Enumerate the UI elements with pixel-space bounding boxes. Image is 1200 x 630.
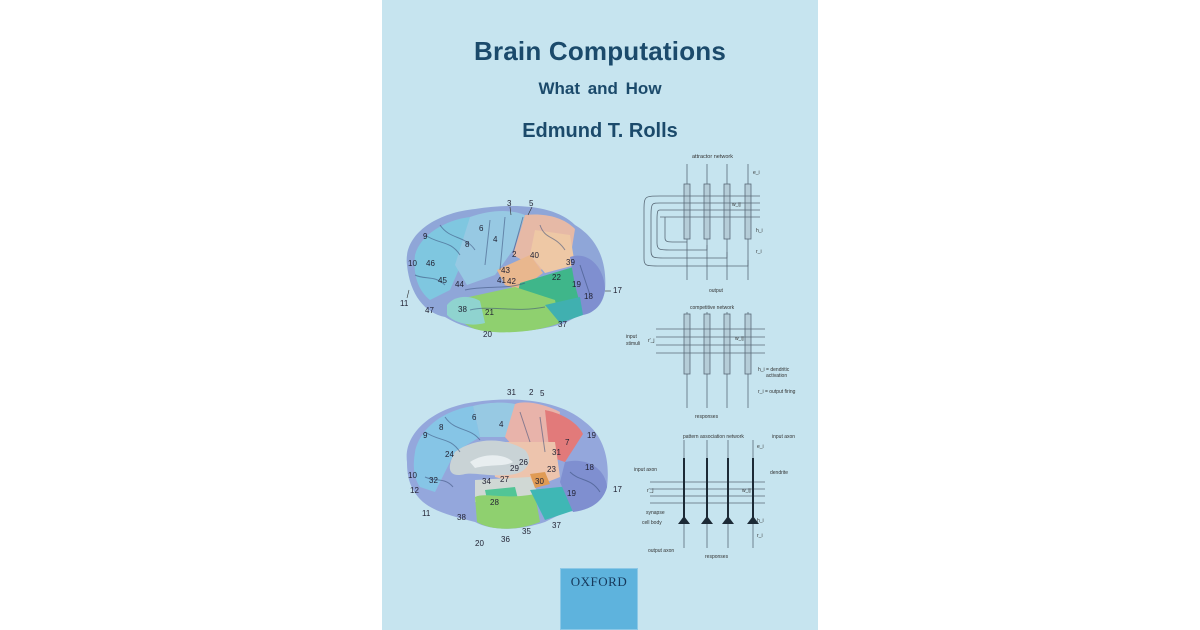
svg-text:stimuli: stimuli [626,341,640,347]
svg-text:r_i: r_i [756,249,762,255]
svg-text:e_i: e_i [757,444,764,450]
svg-text:17: 17 [613,485,622,494]
svg-text:21: 21 [485,308,494,317]
svg-text:pattern association network: pattern association network [683,434,744,440]
svg-text:31: 31 [552,448,561,457]
svg-text:cell body: cell body [642,520,662,526]
svg-text:34: 34 [482,477,491,486]
svg-text:19: 19 [567,489,576,498]
svg-text:w_ij: w_ij [732,202,741,208]
svg-text:38: 38 [458,305,467,314]
svg-text:dendrite: dendrite [770,470,788,476]
svg-text:9: 9 [423,232,428,241]
svg-text:45: 45 [438,276,447,285]
svg-text:r'_j: r'_j [648,338,655,344]
svg-text:h_i: h_i [757,518,764,524]
svg-text:5: 5 [529,199,534,208]
svg-text:42: 42 [507,277,516,286]
svg-text:synapse: synapse [646,510,665,516]
svg-text:18: 18 [584,292,593,301]
svg-text:3: 3 [507,199,512,208]
svg-text:20: 20 [475,539,484,548]
attractor-network-diagram: attractor network e_i w_ij h_i r_i output [643,154,763,294]
svg-text:37: 37 [552,521,561,530]
svg-text:h_i = dendritic: h_i = dendritic [758,367,790,373]
svg-text:31: 31 [507,388,516,397]
svg-text:11: 11 [400,299,409,308]
svg-text:w_ij: w_ij [735,336,744,342]
svg-text:36: 36 [501,535,510,544]
svg-text:41: 41 [497,276,506,285]
svg-text:19: 19 [572,280,581,289]
svg-text:46: 46 [426,259,435,268]
publisher-name: OXFORD [570,574,628,589]
svg-text:2: 2 [512,250,517,259]
svg-text:responses: responses [705,554,729,560]
book-subtitle: What and How [538,79,662,98]
svg-text:44: 44 [455,280,464,289]
svg-text:r'_j: r'_j [647,488,654,494]
svg-text:22: 22 [552,273,561,282]
svg-text:4: 4 [499,420,504,429]
svg-text:h_i: h_i [756,228,763,234]
svg-text:30: 30 [535,477,544,486]
svg-text:24: 24 [445,450,454,459]
svg-text:activation: activation [766,373,787,379]
svg-text:w_ij: w_ij [742,488,751,494]
pattern-association-network-diagram: pattern association network input axon e_… [634,434,795,560]
svg-text:e_i: e_i [753,170,760,176]
svg-text:11: 11 [422,509,431,518]
svg-text:6: 6 [479,224,484,233]
svg-text:37: 37 [558,320,567,329]
svg-text:responses: responses [695,414,719,420]
svg-text:27: 27 [500,475,509,484]
svg-text:output: output [709,288,724,294]
svg-text:23: 23 [547,465,556,474]
svg-text:attractor network: attractor network [692,154,733,160]
svg-text:40: 40 [530,251,539,260]
svg-text:10: 10 [408,259,417,268]
svg-text:28: 28 [490,498,499,507]
svg-text:26: 26 [519,458,528,467]
svg-text:output axon: output axon [648,548,674,554]
svg-text:29: 29 [510,464,519,473]
svg-text:r_i = output firing: r_i = output firing [758,389,796,395]
book-title: Brain Computations [473,36,727,66]
svg-text:9: 9 [423,431,428,440]
svg-text:7: 7 [565,438,570,447]
svg-text:input axon: input axon [772,434,795,440]
publisher-logo: OXFORD [560,568,638,630]
svg-text:12: 12 [410,486,419,495]
svg-text:5: 5 [540,389,545,398]
svg-text:input: input [626,334,637,340]
svg-text:32: 32 [429,476,438,485]
svg-text:competitive network: competitive network [690,305,735,311]
svg-text:43: 43 [501,266,510,275]
svg-text:r_i: r_i [757,533,763,539]
svg-text:input axon: input axon [634,467,657,473]
svg-text:35: 35 [522,527,531,536]
svg-text:20: 20 [483,330,492,339]
svg-text:10: 10 [408,471,417,480]
svg-text:17: 17 [613,286,622,295]
svg-text:4: 4 [493,235,498,244]
svg-text:2: 2 [529,388,534,397]
svg-text:18: 18 [585,463,594,472]
svg-text:6: 6 [472,413,477,422]
svg-text:39: 39 [566,258,575,267]
svg-text:47: 47 [425,306,434,315]
svg-text:8: 8 [465,240,470,249]
svg-text:8: 8 [439,423,444,432]
book-author: Edmund T. Rolls [522,120,678,142]
svg-text:19: 19 [587,431,596,440]
svg-text:38: 38 [457,513,466,522]
